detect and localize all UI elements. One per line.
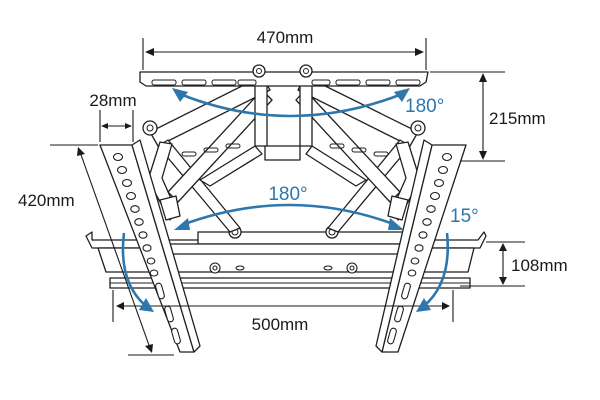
label-420mm: 420mm <box>18 191 75 210</box>
label-tv-swivel-180: 180° <box>268 184 307 205</box>
wall-plate <box>139 64 429 87</box>
label-tilt-15: 15° <box>450 206 479 227</box>
dimension-rail-height: 108mm <box>460 241 568 287</box>
tv-adapter-plate <box>169 225 429 255</box>
dimension-bracket-length: 420mm <box>18 144 174 356</box>
dimension-arm-extension: 215mm <box>430 71 546 162</box>
dimension-wall-plate-width: 470mm <box>142 28 427 70</box>
dimension-vesa-width: 500mm <box>112 290 454 334</box>
right-vertical-bracket <box>375 139 467 353</box>
label-108mm: 108mm <box>511 256 568 275</box>
label-470mm: 470mm <box>257 28 314 47</box>
left-vertical-bracket <box>99 139 201 353</box>
rotation-tilt: 15° <box>121 206 479 312</box>
label-500mm: 500mm <box>252 315 309 334</box>
dimension-bracket-width: 28mm <box>89 91 137 142</box>
label-28mm: 28mm <box>89 91 136 110</box>
label-215mm: 215mm <box>489 109 546 128</box>
label-wall-swivel-180: 180° <box>405 96 444 117</box>
rotation-wall-swivel: 180° <box>172 88 444 118</box>
rotation-tv-swivel: 180° <box>174 184 404 230</box>
articulating-arms <box>142 75 426 233</box>
